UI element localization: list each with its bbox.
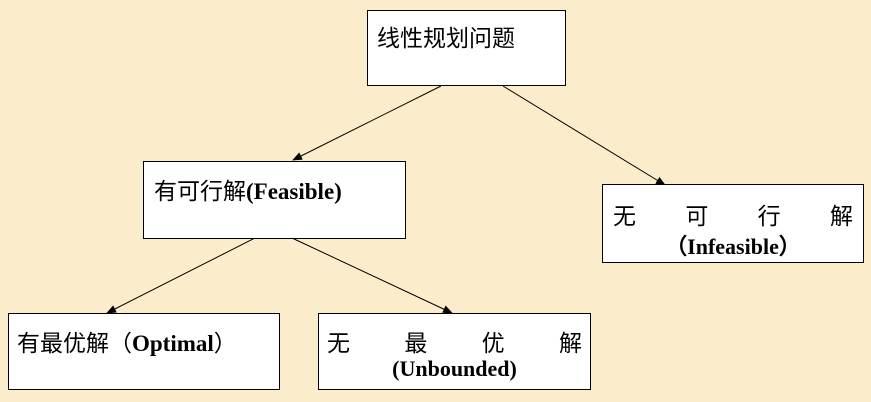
label-en: Optimal [132,331,214,356]
char: 无 [613,204,636,230]
arrow-feasible-optimal [106,237,256,314]
arrow-root-feasible [292,85,442,161]
node-label: 线性规划问题 [377,26,515,52]
label-cn: 有最优解（ [17,331,132,357]
char: 优 [481,331,505,357]
char: 无 [327,331,350,357]
node-feasible: 有可行解(Feasible) [143,161,406,239]
node-infeasible: 无 可 行 解 （Infeasible） [602,184,864,263]
node-label: 有可行解(Feasible) [154,172,342,206]
char: 解 [829,204,853,230]
arrow-feasible-unbounded [291,237,453,314]
label-close: ） [213,331,237,357]
node-unbounded: 无 最 优 解 (Unbounded) [318,313,591,390]
label-en: (Feasible) [246,179,342,204]
node-linear-programming: 线性规划问题 [367,10,566,86]
char: 行 [757,204,781,230]
char: 最 [404,331,428,357]
arrow-root-infeasible [502,85,666,186]
label-cn: 无 最 优 解 [327,324,582,358]
label-cn: 有可行解 [154,179,246,205]
label-en: （Infeasible） [665,234,801,259]
node-optimal: 有最优解（Optimal） [8,313,280,390]
char: 可 [685,204,709,230]
label-en: (Unbounded) [392,356,517,381]
label-cn: 无 可 行 解 [613,197,853,231]
node-label: 有最优解（Optimal） [17,324,237,358]
char: 解 [558,331,582,357]
